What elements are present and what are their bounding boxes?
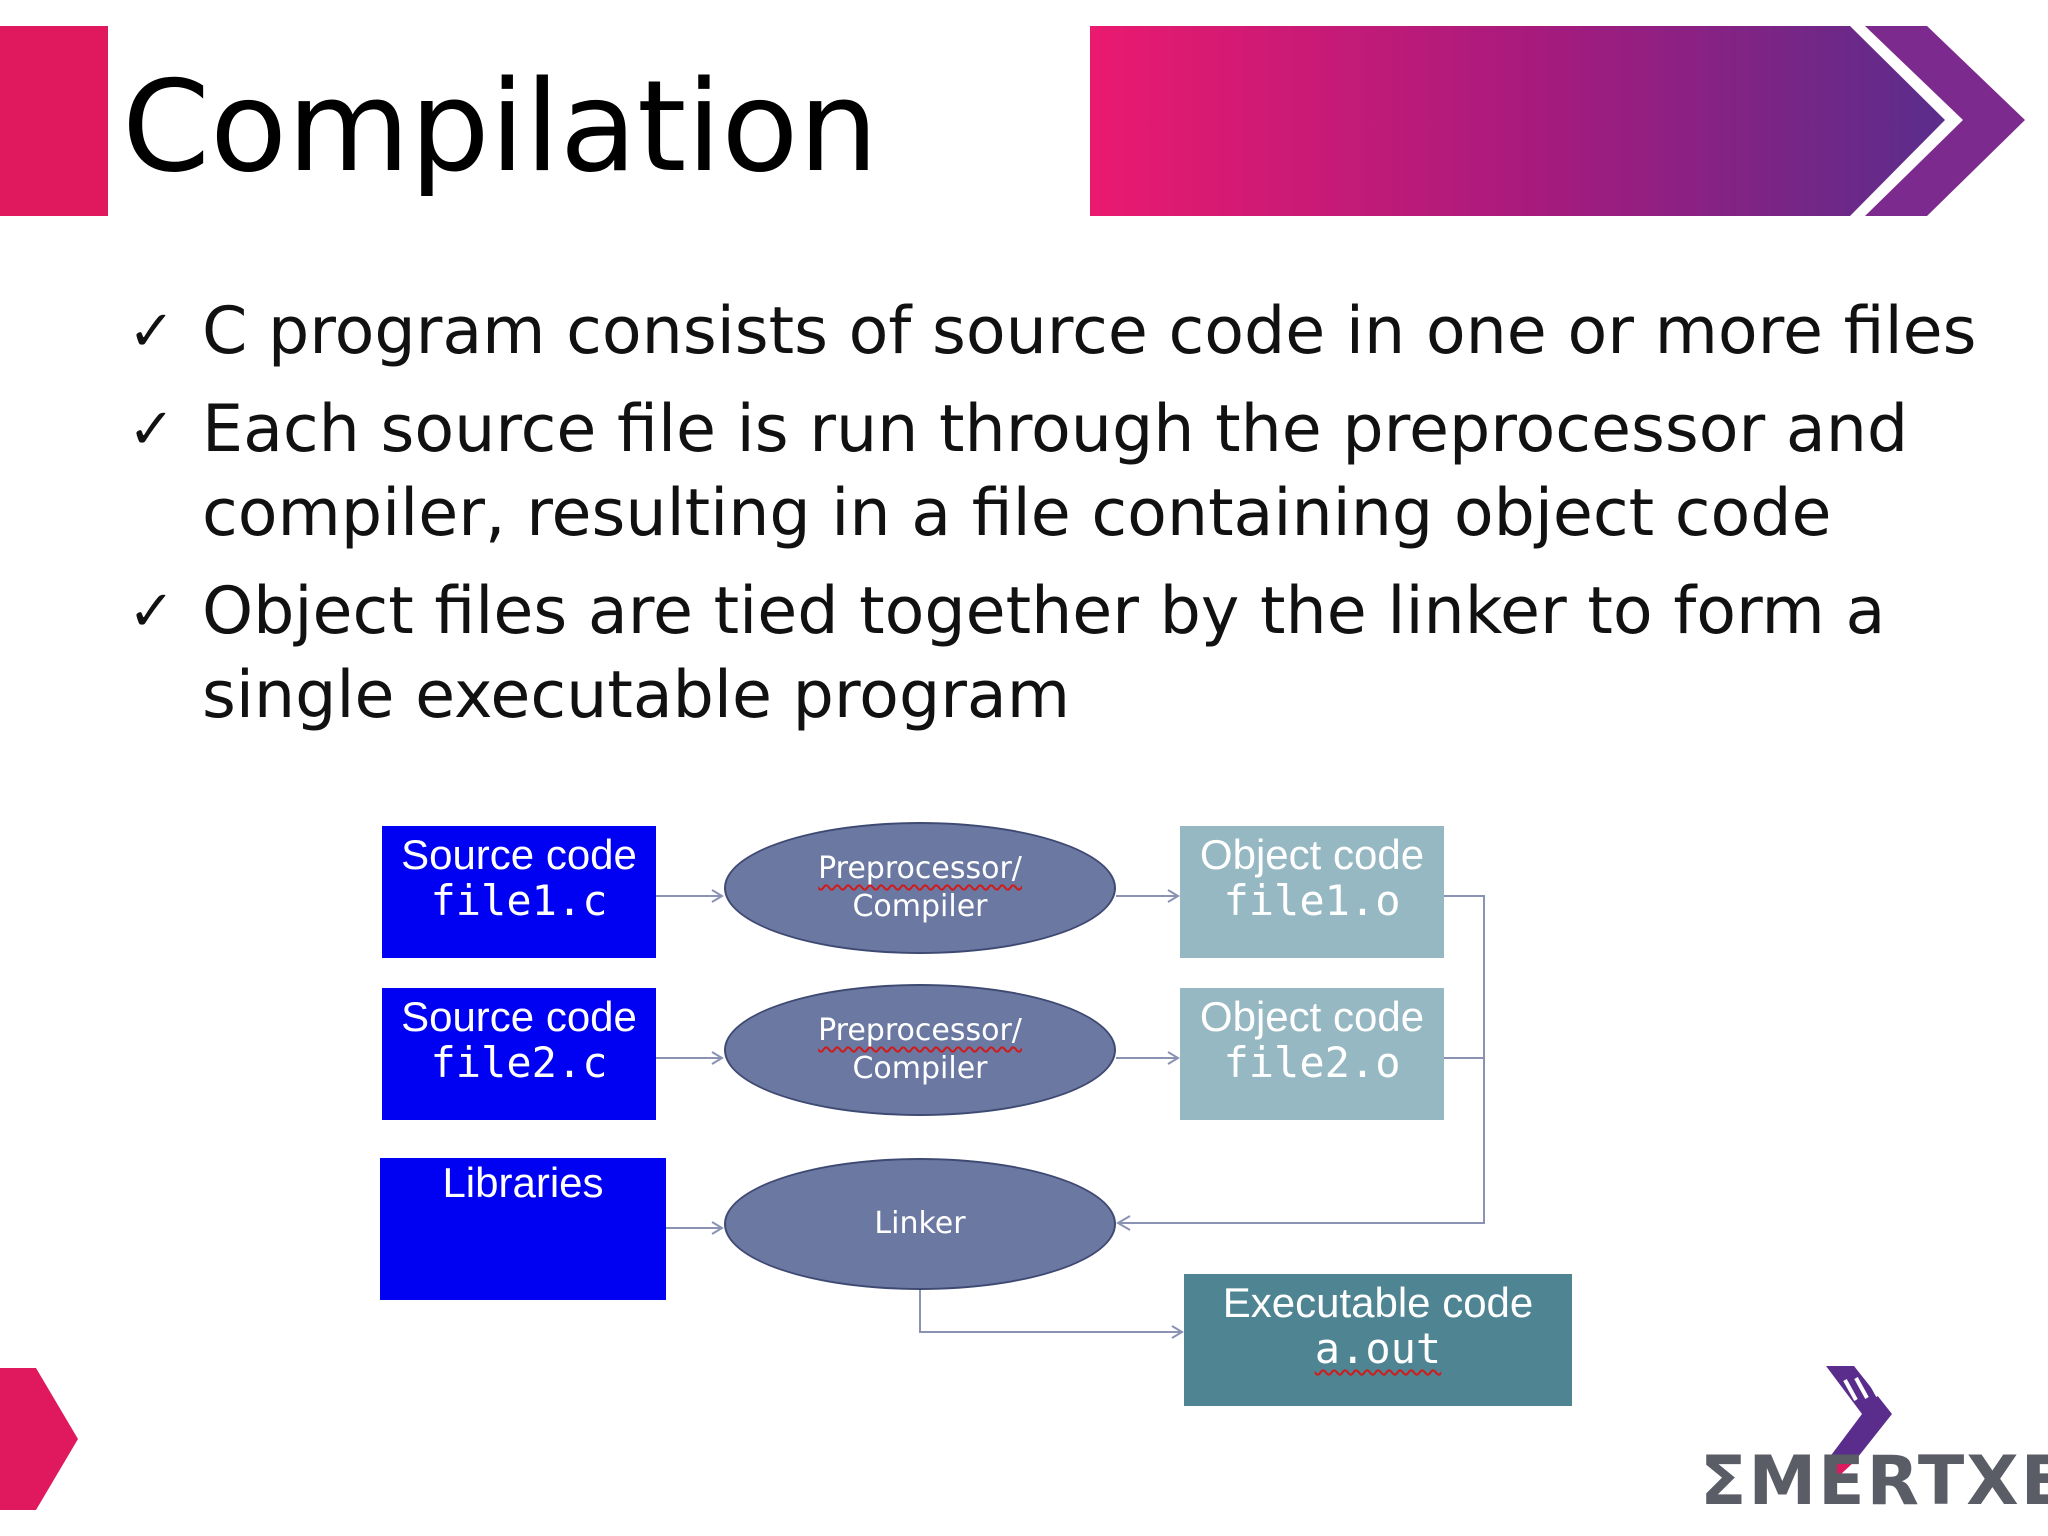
- connector-source2-compiler2: [656, 1051, 724, 1065]
- checkmark-icon: ✓: [128, 299, 175, 364]
- source-filename: file2.c: [430, 1038, 608, 1087]
- connector-compiler1-object1: [1116, 889, 1180, 903]
- diagram-connectors: [656, 889, 1485, 1339]
- banner-arrow-shape: [1090, 26, 1945, 216]
- connector-source1-compiler1: [656, 889, 724, 903]
- banner-chevron: [1865, 26, 2025, 216]
- object-label: Object code: [1199, 993, 1425, 1040]
- source-label: Source code: [401, 993, 637, 1040]
- bullet-text: Each source file is run through the prep…: [202, 392, 1909, 551]
- source-label: Source code: [401, 831, 637, 878]
- corner-chevron-accent: [0, 1368, 78, 1510]
- bullet-item: ✓ Object files are tied together by the …: [128, 570, 2008, 738]
- source-box-file2: Source code file2.c: [382, 988, 656, 1120]
- checkmark-icon: ✓: [128, 579, 175, 644]
- compilation-diagram: Source code file1.c Source code file2.c …: [370, 810, 1600, 1420]
- libraries-label: Libraries: [442, 1159, 604, 1206]
- bullet-text: C program consists of source code in one…: [202, 294, 1977, 369]
- bullet-text: Object files are tied together by the li…: [202, 574, 1886, 733]
- compiler-label-line2: Compiler: [852, 1051, 988, 1086]
- object-box-file1: Object code file1.o: [1180, 826, 1444, 958]
- object-filename: file1.o: [1223, 876, 1401, 925]
- object-filename: file2.o: [1223, 1038, 1401, 1087]
- compiler-label-line1: Preprocessor/: [818, 851, 1022, 886]
- source-box-file1: Source code file1.c: [382, 826, 656, 958]
- connector-compiler2-object2: [1116, 1051, 1180, 1065]
- object-label: Object code: [1199, 831, 1425, 878]
- compiler-label-line1: Preprocessor/: [818, 1013, 1022, 1048]
- slide-title: Compilation: [122, 53, 879, 200]
- connector-object1-linker: [1116, 895, 1485, 1231]
- compiler-label-line2: Compiler: [852, 889, 988, 924]
- executable-label: Executable code: [1222, 1279, 1534, 1326]
- title-accent-bar: [0, 26, 108, 216]
- connector-libraries-linker: [666, 1221, 724, 1235]
- linker-ellipse: Linker: [724, 1158, 1116, 1290]
- compiler-ellipse-1: Preprocessor/ Compiler: [724, 822, 1116, 954]
- executable-box: Executable code a.out: [1184, 1274, 1572, 1406]
- checkmark-icon: ✓: [128, 397, 175, 462]
- source-filename: file1.c: [430, 876, 608, 925]
- emertxe-logo-text: ƩMERTXE: [1700, 1442, 2048, 1521]
- bullet-list: ✓ C program consists of source code in o…: [128, 290, 2008, 752]
- libraries-box: Libraries: [380, 1158, 666, 1300]
- compiler-ellipse-2: Preprocessor/ Compiler: [724, 984, 1116, 1116]
- connector-linker-executable: [919, 1286, 1184, 1339]
- emertxe-logo-mark: [1826, 1366, 1892, 1488]
- object-box-file2: Object code file2.o: [1180, 988, 1444, 1120]
- bullet-item: ✓ C program consists of source code in o…: [128, 290, 2008, 374]
- linker-label: Linker: [874, 1206, 966, 1241]
- executable-filename: a.out: [1314, 1324, 1442, 1373]
- bullet-item: ✓ Each source file is run through the pr…: [128, 388, 2008, 556]
